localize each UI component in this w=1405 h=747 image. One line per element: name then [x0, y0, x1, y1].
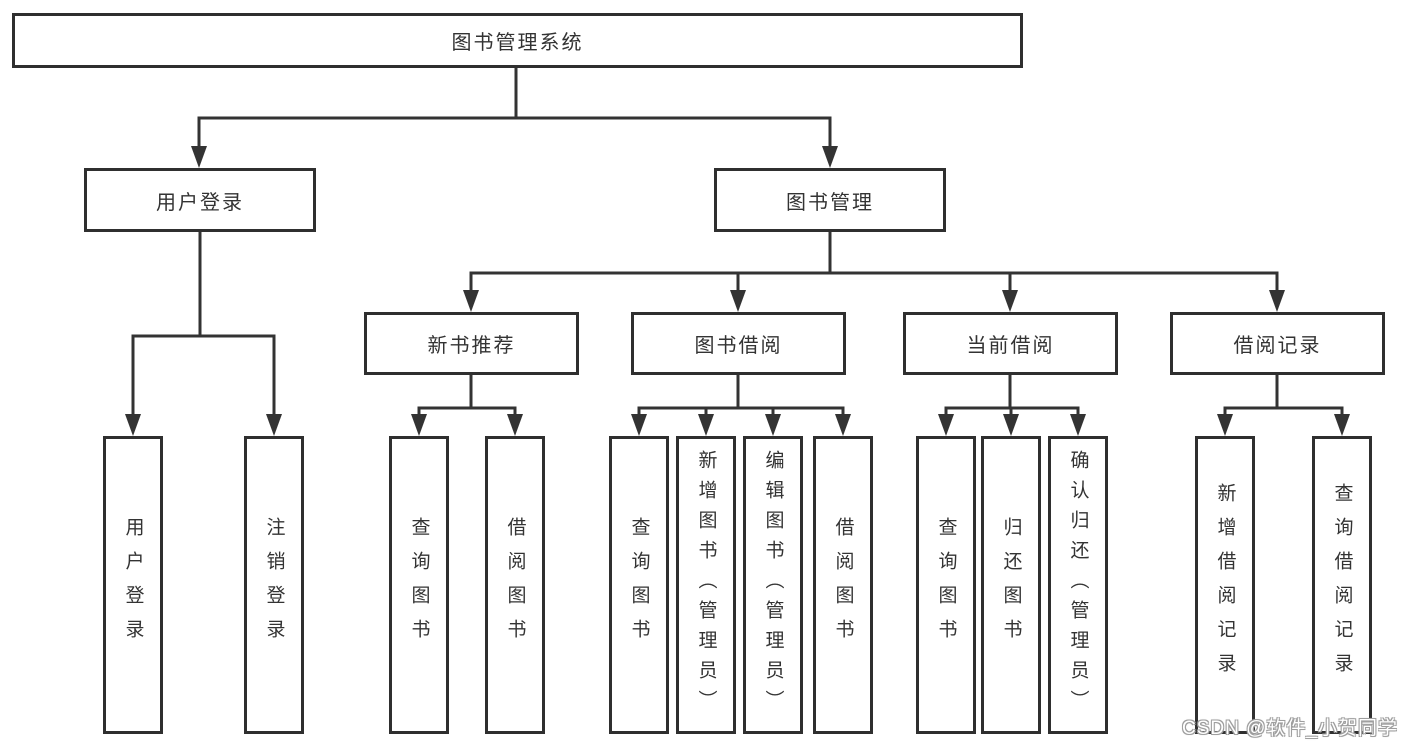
node-cb-query-books: 查询图书: [916, 436, 976, 734]
node-nbr-query-books: 查询图书: [389, 436, 449, 734]
node-label: 新增借阅记录: [1214, 483, 1236, 687]
node-label: 借阅图书: [504, 517, 526, 653]
arrowhead: [191, 146, 207, 168]
node-borrow-records: 借阅记录: [1170, 312, 1385, 375]
arrowhead: [411, 414, 427, 436]
arrowhead: [1070, 414, 1086, 436]
arrowhead: [125, 414, 141, 436]
node-label: 借阅图书: [832, 517, 854, 653]
node-label: 确认归还（管理员）: [1067, 450, 1089, 720]
arrowhead: [822, 146, 838, 168]
node-bb-add-books-admin: 新增图书（管理员）: [676, 436, 736, 734]
arrowhead: [266, 414, 282, 436]
node-logout: 注销登录: [244, 436, 304, 734]
node-label: 用户登录: [122, 517, 144, 653]
node-label: 图书借阅: [694, 335, 783, 357]
node-label: 新书推荐: [427, 335, 516, 357]
csdn-watermark: CSDN @软件_小贺同学: [1182, 718, 1398, 739]
node-label: 注销登录: [263, 517, 285, 653]
arrowhead: [938, 414, 954, 436]
node-br-query-record: 查询借阅记录: [1312, 436, 1372, 734]
arrowhead: [507, 414, 523, 436]
arrowhead: [1002, 290, 1018, 312]
node-label: 图书管理: [786, 191, 874, 214]
node-label: 查询图书: [408, 517, 430, 653]
node-current-borrow: 当前借阅: [903, 312, 1118, 375]
arrowhead: [835, 414, 851, 436]
arrowhead: [1003, 414, 1019, 436]
node-bb-borrow-books: 借阅图书: [813, 436, 873, 734]
node-cb-return-books: 归还图书: [981, 436, 1041, 734]
node-label: 新增图书（管理员）: [695, 450, 717, 720]
node-book-management: 图书管理: [714, 168, 946, 232]
node-label: 编辑图书（管理员）: [762, 450, 784, 720]
node-label: 图书管理系统: [451, 32, 584, 54]
arrowheads: [125, 146, 1350, 436]
node-bb-query-books: 查询图书: [609, 436, 669, 734]
node-cb-confirm-return-admin: 确认归还（管理员）: [1048, 436, 1108, 734]
node-br-add-record: 新增借阅记录: [1195, 436, 1255, 734]
node-label: 查询图书: [935, 517, 957, 653]
arrowhead: [698, 414, 714, 436]
arrowhead: [1217, 414, 1233, 436]
arrowhead: [730, 290, 746, 312]
node-user-login: 用户登录: [84, 168, 316, 232]
node-book-borrow: 图书借阅: [631, 312, 846, 375]
node-nbr-borrow-books: 借阅图书: [485, 436, 545, 734]
arrowhead: [463, 290, 479, 312]
arrowhead: [765, 414, 781, 436]
node-label: 查询图书: [628, 517, 650, 653]
node-user-login-leaf: 用户登录: [103, 436, 163, 734]
node-label: 用户登录: [156, 191, 244, 214]
node-library-management-system: 图书管理系统: [12, 13, 1023, 68]
arrowhead: [1334, 414, 1350, 436]
node-label: 当前借阅: [966, 335, 1055, 357]
arrowhead: [631, 414, 647, 436]
node-bb-edit-books-admin: 编辑图书（管理员）: [743, 436, 803, 734]
arrowhead: [1269, 290, 1285, 312]
node-label: 查询借阅记录: [1331, 483, 1353, 687]
node-label: 归还图书: [1000, 517, 1022, 653]
node-new-book-recommend: 新书推荐: [364, 312, 579, 375]
node-label: 借阅记录: [1233, 335, 1322, 357]
